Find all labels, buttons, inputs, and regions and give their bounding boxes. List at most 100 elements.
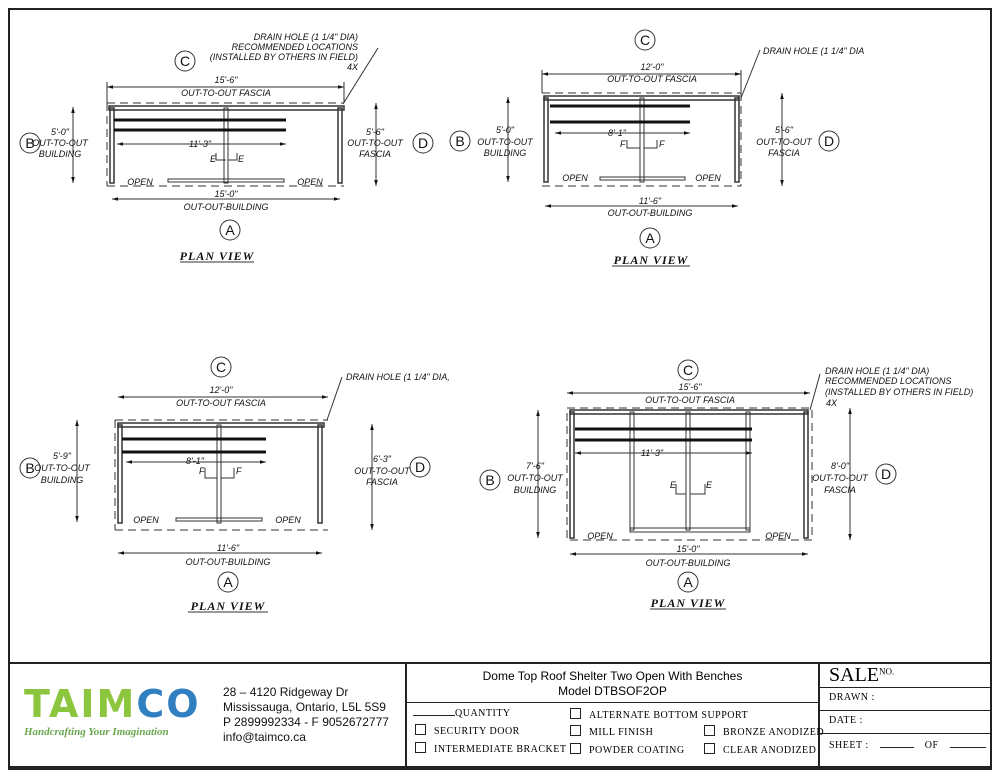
- option-label: INTERMEDIATE BRACKET: [434, 744, 567, 755]
- drawn-field[interactable]: DRAWN :: [829, 692, 875, 703]
- right-dim: 6'-3": [373, 454, 392, 464]
- checkbox[interactable]: [570, 708, 581, 719]
- left-dim: 5'-0": [496, 125, 515, 135]
- right-dim: 5'-6": [775, 125, 794, 135]
- top-label: OUT-TO-OUT FASCIA: [645, 395, 735, 405]
- model-text: Model DTBSOF2OP: [558, 684, 667, 698]
- plan-view-4: [479, 359, 897, 610]
- open-label: OPEN: [275, 515, 301, 525]
- circle-d-label: D: [415, 459, 425, 475]
- company-logo: TAIMCO Handcrafting Your Imagination: [24, 682, 201, 738]
- circle-c-label: C: [640, 32, 650, 48]
- circle-b-label: B: [455, 133, 464, 149]
- sheet-field[interactable]: SHEET : OF: [829, 740, 986, 751]
- checkbox[interactable]: [415, 724, 426, 735]
- circle-b-label: B: [485, 472, 494, 488]
- bottom-label: OUT-OUT-BUILDING: [186, 557, 271, 567]
- right-dim: FASCIA: [824, 485, 856, 495]
- left-dim: OUT-TO-OUT: [34, 463, 91, 473]
- drain-note: RECOMMENDED LOCATIONS: [232, 42, 358, 52]
- option-security-door[interactable]: SECURITY DOOR: [415, 724, 520, 737]
- option-alternate-bottom-support[interactable]: ALTERNATE BOTTOM SUPPORT: [570, 708, 748, 721]
- left-dim: OUT-TO-OUT: [477, 137, 534, 147]
- option-powder-coating[interactable]: POWDER COATING: [570, 743, 685, 756]
- circle-a-label: A: [223, 574, 233, 590]
- option-label: CLEAR ANODIZED: [723, 745, 817, 756]
- plan-view-2: [449, 29, 840, 267]
- open-label: OPEN: [695, 173, 721, 183]
- option-label: BRONZE ANODIZED: [723, 727, 825, 738]
- circle-a-label: A: [645, 230, 655, 246]
- left-dim: 7'-6": [526, 461, 545, 471]
- circle-b-label: B: [25, 135, 34, 151]
- address-line: Mississauga, Ontario, L5L 5S9: [223, 700, 386, 714]
- left-dim: OUT-TO-OUT: [507, 473, 564, 483]
- top-dim: 15'-6": [215, 75, 239, 85]
- quantity-label: QUANTITY: [455, 708, 511, 719]
- section-mark: E: [210, 154, 217, 164]
- bench-dim: 8'-1": [186, 456, 205, 466]
- checkbox[interactable]: [704, 725, 715, 736]
- right-dim: OUT-TO-OUT: [354, 466, 411, 476]
- address-line: 28 – 4120 Ridgeway Dr: [223, 685, 349, 699]
- circle-d-label: D: [824, 133, 834, 149]
- circle-d-label: D: [418, 135, 428, 151]
- checkbox[interactable]: [570, 743, 581, 754]
- top-dim: 12'-0": [641, 62, 665, 72]
- left-dim: BUILDING: [484, 148, 527, 158]
- of-label: OF: [924, 740, 939, 751]
- drain-note: (INSTALLED BY OTHERS IN FIELD): [825, 387, 973, 397]
- circle-a-label: A: [683, 574, 693, 590]
- right-dim: OUT-TO-OUT: [347, 138, 404, 148]
- view-title: PLAN VIEW: [191, 599, 266, 613]
- left-dim: BUILDING: [41, 475, 84, 485]
- left-dim: 5'-0": [51, 127, 70, 137]
- option-bronze-anodized[interactable]: BRONZE ANODIZED: [704, 725, 824, 738]
- drain-note: DRAIN HOLE (1 1/4" DIA): [825, 366, 929, 376]
- bench-dim: 11'-3": [641, 448, 664, 458]
- date-field[interactable]: DATE :: [829, 715, 863, 726]
- right-dim: 8'-0": [831, 461, 850, 471]
- left-dim: 5'-9": [53, 451, 72, 461]
- sale-no-field[interactable]: SALENO.: [829, 664, 894, 687]
- no-label: NO.: [879, 666, 895, 677]
- right-dim: OUT-TO-OUT: [756, 137, 813, 147]
- left-dim: OUT-TO-OUT: [32, 138, 89, 148]
- open-label: OPEN: [765, 531, 791, 541]
- option-label: MILL FINISH: [589, 727, 654, 738]
- drain-note: (INSTALLED BY OTHERS IN FIELD): [210, 52, 358, 62]
- company-address: 28 – 4120 Ridgeway Dr Mississauga, Ontar…: [223, 685, 389, 745]
- bottom-dim: 15'-0": [215, 189, 239, 199]
- right-dim: FASCIA: [768, 148, 800, 158]
- top-label: OUT-TO-OUT FASCIA: [607, 74, 697, 84]
- option-label: POWDER COATING: [589, 745, 685, 756]
- bottom-label: OUT-OUT-BUILDING: [608, 208, 693, 218]
- section-mark: E: [238, 154, 245, 164]
- bottom-label: OUT-OUT-BUILDING: [184, 202, 269, 212]
- section-mark: F: [659, 139, 665, 149]
- option-label: ALTERNATE BOTTOM SUPPORT: [589, 710, 749, 721]
- checkbox[interactable]: [570, 725, 581, 736]
- bottom-label: OUT-OUT-BUILDING: [646, 558, 731, 568]
- section-mark: F: [620, 139, 626, 149]
- drain-note: DRAIN HOLE (1 1/4" DIA: [763, 46, 864, 56]
- circle-c-label: C: [180, 53, 190, 69]
- right-dim: FASCIA: [366, 477, 398, 487]
- section-mark: E: [670, 480, 677, 490]
- checkbox[interactable]: [704, 743, 715, 754]
- open-label: OPEN: [297, 177, 323, 187]
- quantity-field[interactable]: QUANTITY: [413, 708, 511, 719]
- view-title: PLAN VIEW: [614, 253, 689, 267]
- drain-note: 4X: [347, 62, 359, 72]
- checkbox[interactable]: [415, 742, 426, 753]
- drain-note: DRAIN HOLE (1 1/4" DIA,: [346, 372, 450, 382]
- sheet-label: SHEET :: [829, 740, 869, 751]
- option-mill-finish[interactable]: MILL FINISH: [570, 725, 653, 738]
- section-mark: F: [236, 466, 242, 476]
- email: info@taimco.ca: [223, 730, 306, 744]
- option-intermediate-bracket[interactable]: INTERMEDIATE BRACKET: [415, 742, 567, 755]
- drain-note: RECOMMENDED LOCATIONS: [825, 376, 951, 386]
- option-clear-anodized[interactable]: CLEAR ANODIZED: [704, 743, 816, 756]
- right-dim: 5'-6": [366, 127, 385, 137]
